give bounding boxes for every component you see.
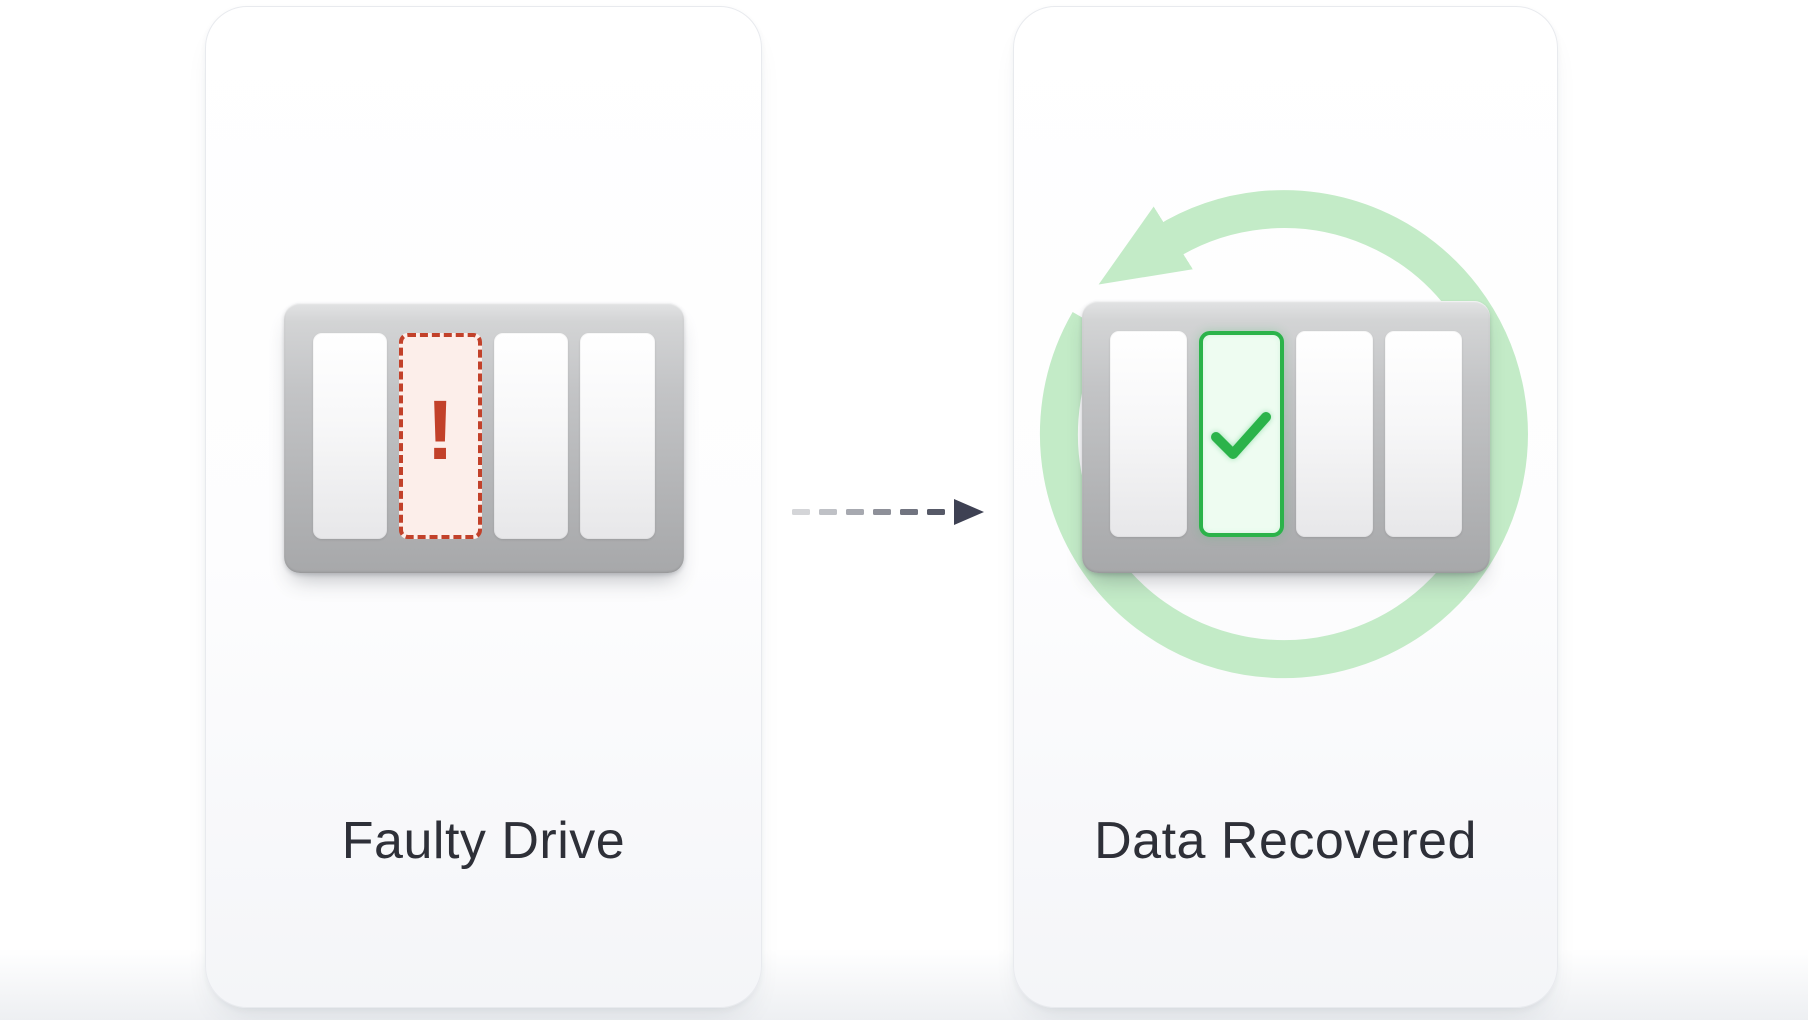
transition-arrow-head: [954, 499, 984, 525]
checkmark-icon: [1211, 412, 1271, 459]
card-title: Faulty Drive: [341, 812, 626, 870]
faulty-drive-bay: !: [399, 333, 482, 539]
arrow-dash: [792, 509, 810, 515]
drive-bay: [580, 333, 655, 539]
drive-bay: [493, 333, 568, 539]
card-title: Data Recovered: [1094, 812, 1477, 870]
arrow-dash: [900, 509, 918, 515]
drive-bay: [1384, 331, 1462, 537]
arrow-dash: [927, 509, 945, 515]
transition-arrow-icon: [792, 499, 992, 525]
drive-bay: [1295, 331, 1373, 537]
exclamation-icon: !: [426, 383, 455, 477]
arrow-dash: [819, 509, 837, 515]
drive-bay: [1109, 331, 1187, 537]
drive-enclosure: [1081, 301, 1490, 573]
drive-bay: [312, 333, 387, 539]
arrow-dash: [873, 509, 891, 515]
arrow-dash: [846, 509, 864, 515]
faulty-drive-card: ! Faulty Drive: [205, 6, 762, 1008]
recovered-drive-bay: [1198, 331, 1284, 537]
drive-enclosure: !: [283, 303, 684, 573]
data-recovered-card: Data Recovered: [1013, 6, 1558, 1008]
